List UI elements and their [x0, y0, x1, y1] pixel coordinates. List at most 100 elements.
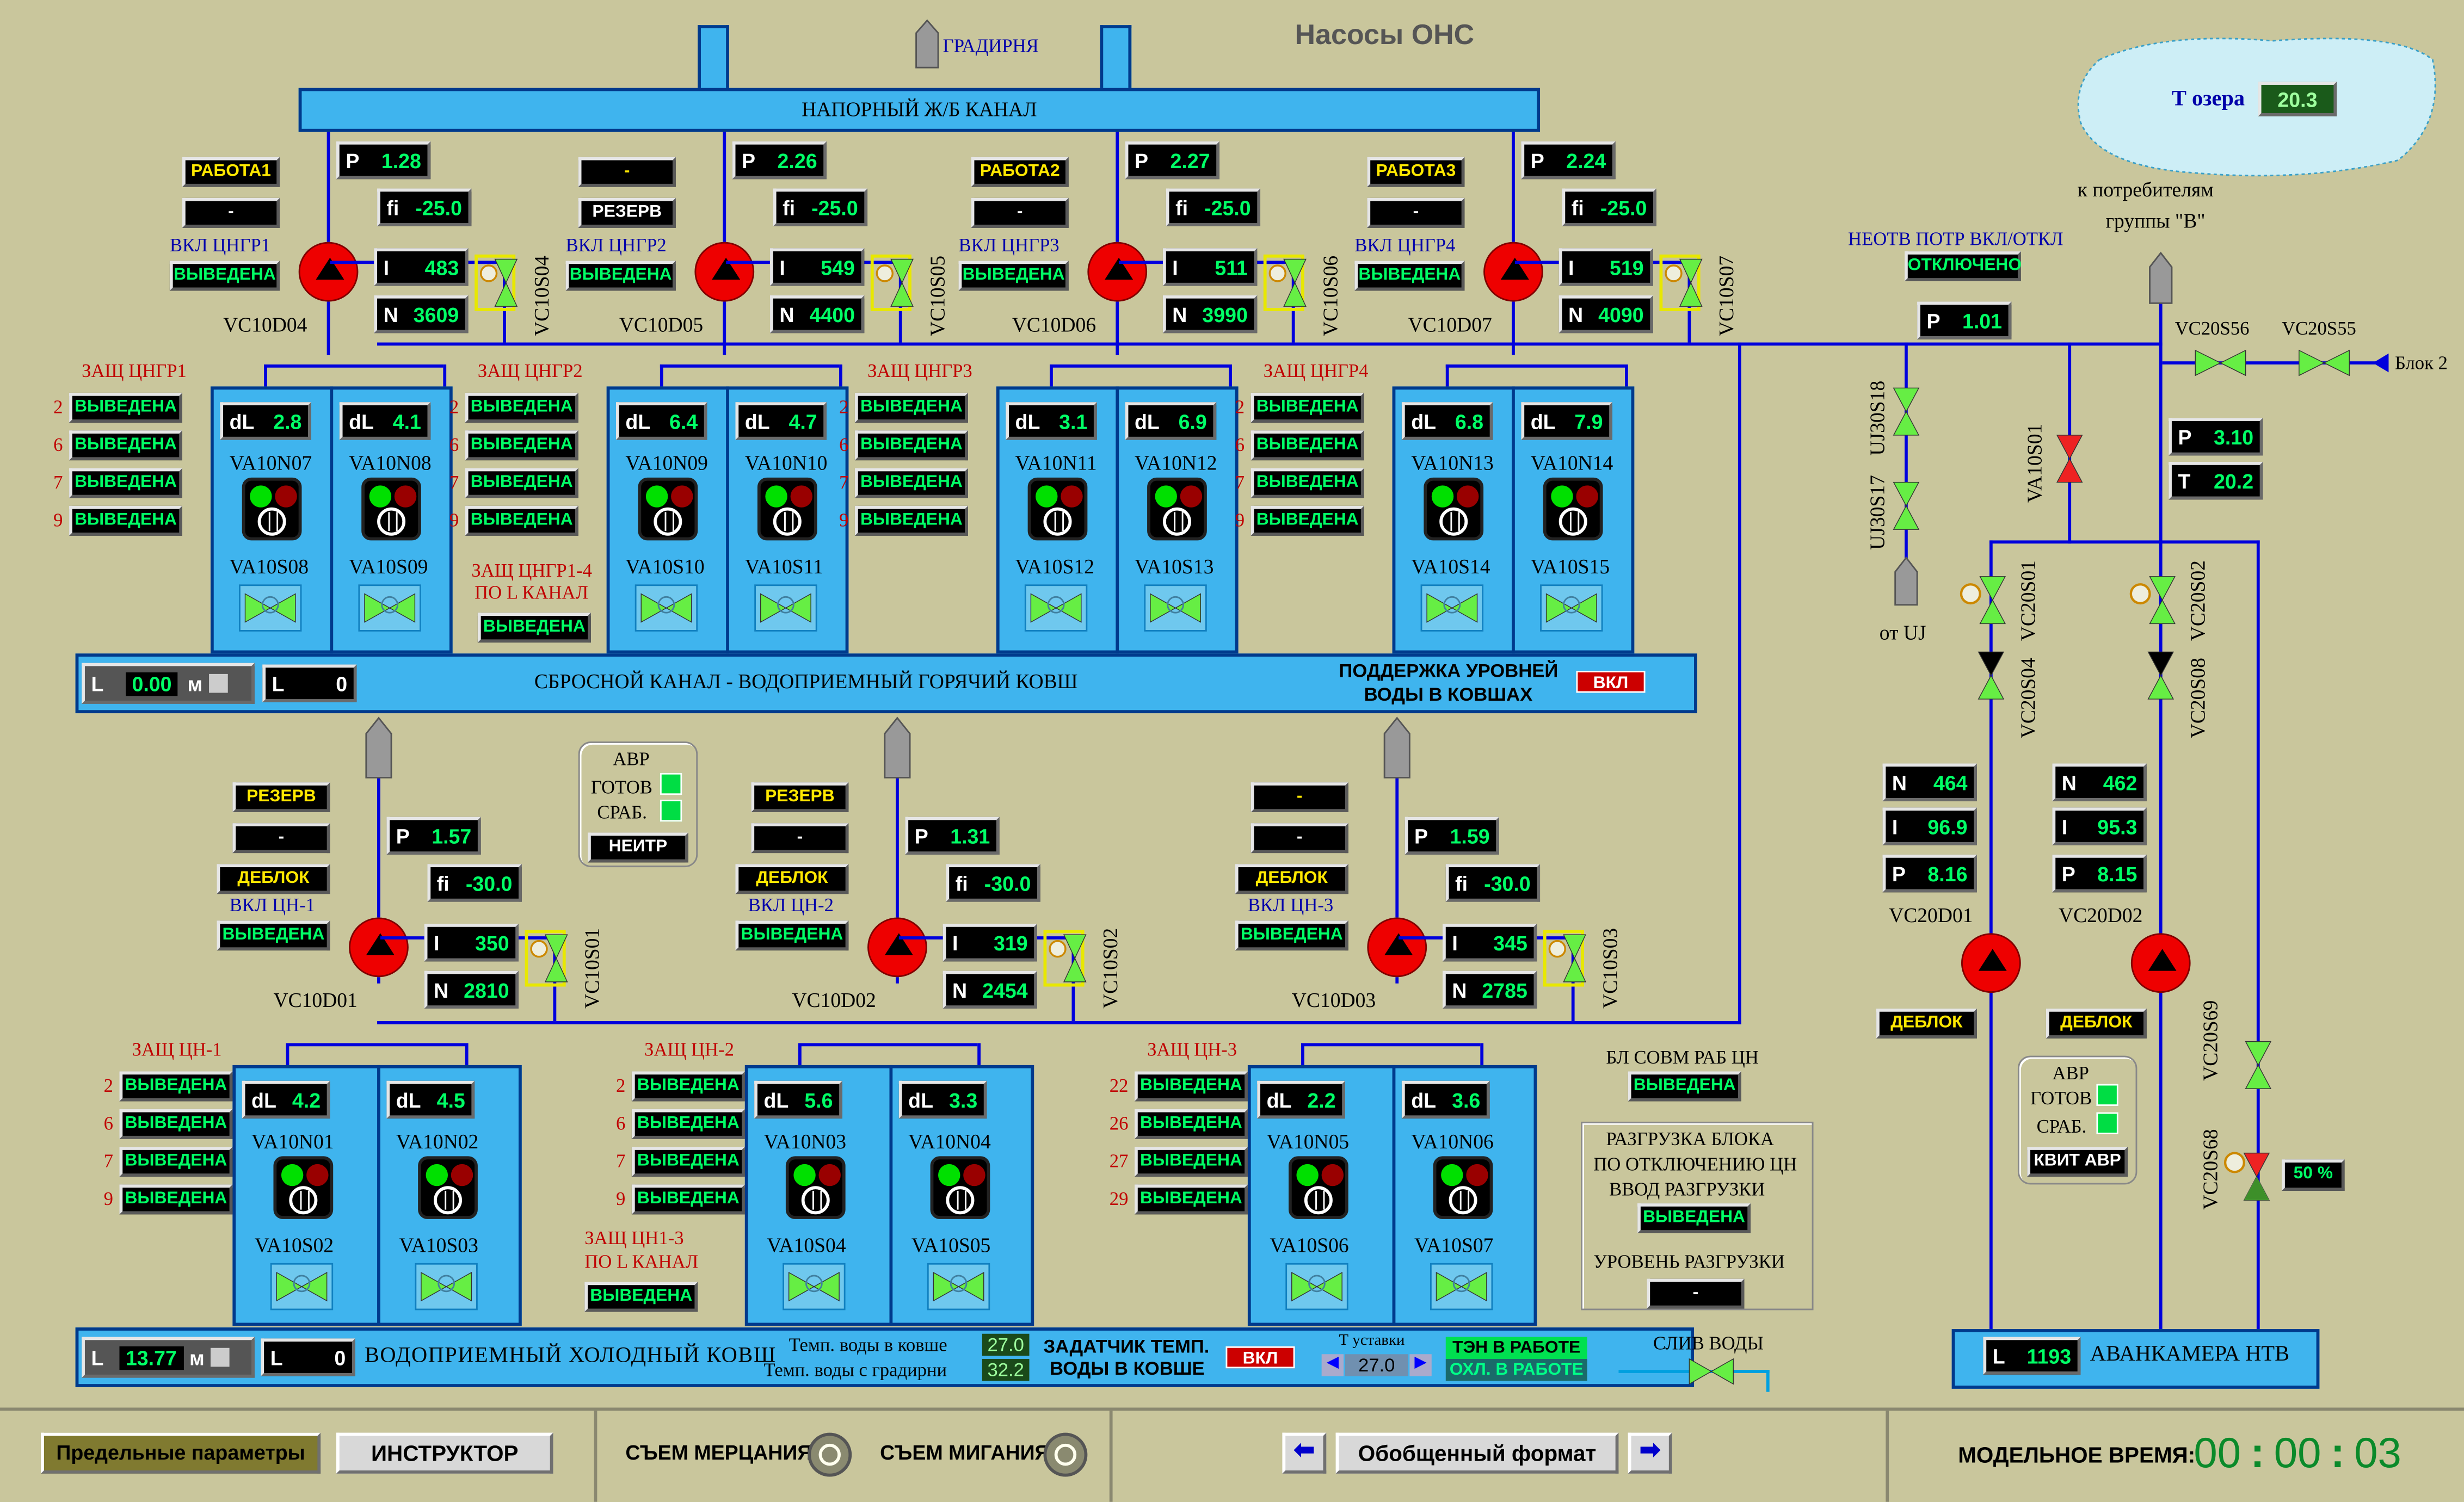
upper-pump-4-work[interactable]: РАБОТА3	[1367, 157, 1465, 187]
uj30s17-valve-icon[interactable]	[1892, 481, 1920, 531]
zash-cn13-state[interactable]: ВЫВЕДЕНА	[584, 1282, 698, 1312]
upper-pump-4-prot-3[interactable]: ВЫВЕДЕНА	[1251, 468, 1364, 498]
t-ust-down-button[interactable]: ◀	[1321, 1354, 1344, 1376]
lower-pump-1-prot-4[interactable]: ВЫВЕДЕНА	[119, 1184, 233, 1215]
upper-pump-2-valve-icon[interactable]	[876, 258, 926, 308]
razgruzka-state[interactable]: ВЫВЕДЕНА	[1637, 1203, 1751, 1233]
lower-pump-2-prot-4[interactable]: ВЫВЕДЕНА	[631, 1184, 745, 1215]
upper-pump-3-prot-3[interactable]: ВЫВЕДЕНА	[854, 468, 968, 498]
lower-pump-3-prot-3[interactable]: ВЫВЕДЕНА	[1134, 1147, 1248, 1177]
lower-pump-1-valve-icon[interactable]	[529, 933, 580, 983]
upper-pump-2-prot-3[interactable]: ВЫВЕДЕНА	[465, 468, 578, 498]
lower-pump-2-light-2-icon[interactable]	[930, 1156, 990, 1219]
vc20s04-valve-icon[interactable]	[1977, 651, 2005, 701]
cold-level-checkbox[interactable]	[211, 1348, 230, 1367]
upper-pump-1-state[interactable]: ВЫВЕДЕНА	[169, 261, 280, 291]
lower-pump-1-prot-1[interactable]: ВЫВЕДЕНА	[119, 1071, 233, 1102]
ntv-pump-1-icon[interactable]	[1961, 933, 2021, 993]
vc20s02-valve-icon[interactable]	[2128, 575, 2178, 625]
upper-pump-4-dash[interactable]: -	[1367, 197, 1465, 228]
vc20s01-valve-icon[interactable]	[1958, 575, 2008, 625]
lower-pump-1-dash[interactable]: -	[232, 823, 330, 854]
neotv-state[interactable]: ОТКЛЮЧЕНО	[1905, 251, 2022, 281]
upper-pump-3-prot-4[interactable]: ВЫВЕДЕНА	[854, 505, 968, 536]
avr1-button[interactable]: НЕИТР	[588, 832, 688, 863]
upper-pump-2-prot-4[interactable]: ВЫВЕДЕНА	[465, 505, 578, 536]
upper-pump-2-prot-1[interactable]: ВЫВЕДЕНА	[465, 392, 578, 423]
upper-pump-3-state[interactable]: ВЫВЕДЕНА	[958, 261, 1069, 291]
upper-pump-1-valve-icon[interactable]	[479, 258, 529, 308]
upper-pump-2-state[interactable]: ВЫВЕДЕНА	[565, 261, 676, 291]
lower-pump-2-light-1-icon[interactable]	[785, 1156, 846, 1219]
upper-pump-4-light-1-icon[interactable]	[1424, 477, 1484, 541]
upper-pump-3-work[interactable]: РАБОТА2	[971, 157, 1069, 187]
flicker-button[interactable]	[808, 1432, 852, 1477]
lower-pump-1-debl[interactable]: ДЕБЛОК	[217, 864, 330, 894]
lower-pump-1-light-1-icon[interactable]	[273, 1156, 334, 1219]
lower-pump-3-dash[interactable]: -	[1251, 823, 1348, 854]
lower-pump-3-icon[interactable]	[1367, 917, 1427, 978]
lower-pump-1-prot-2[interactable]: ВЫВЕДЕНА	[119, 1109, 233, 1139]
va10s01-valve-icon[interactable]	[2055, 434, 2084, 484]
support-state[interactable]: ВКЛ	[1576, 671, 1646, 693]
lower-pump-2-valve-icon[interactable]	[1048, 933, 1098, 983]
lower-pump-1-status[interactable]: РЕЗЕРВ	[232, 782, 330, 812]
upper-pump-1-light-1-icon[interactable]	[242, 477, 302, 541]
upper-pump-1-prot-2[interactable]: ВЫВЕДЕНА	[69, 430, 182, 461]
upper-pump-2-work[interactable]: -	[578, 157, 676, 187]
lower-pump-3-status[interactable]: -	[1251, 782, 1348, 812]
upper-pump-4-prot-1[interactable]: ВЫВЕДЕНА	[1251, 392, 1364, 423]
upper-pump-2-prot-2[interactable]: ВЫВЕДЕНА	[465, 430, 578, 461]
ntv-pump-2-debl[interactable]: ДЕБЛОК	[2046, 1008, 2147, 1039]
avr2-button[interactable]: КВИТ АВР	[2027, 1147, 2128, 1177]
lower-pump-2-debl[interactable]: ДЕБЛОК	[735, 864, 849, 894]
lower-pump-3-prot-1[interactable]: ВЫВЕДЕНА	[1134, 1071, 1248, 1102]
upper-pump-3-light-2-icon[interactable]	[1147, 477, 1207, 541]
lower-pump-3-light-1-icon[interactable]	[1288, 1156, 1348, 1219]
lower-pump-2-prot-1[interactable]: ВЫВЕДЕНА	[631, 1071, 745, 1102]
ntv-pump-2-icon[interactable]	[2130, 933, 2191, 993]
vc20s69-valve-icon[interactable]	[2244, 1040, 2272, 1090]
limits-button[interactable]: Предельные параметры	[41, 1432, 321, 1474]
vc20s56-valve-icon[interactable]	[2194, 349, 2247, 377]
lower-pump-3-debl[interactable]: ДЕБЛОК	[1235, 864, 1348, 894]
upper-pump-4-valve-icon[interactable]	[1664, 258, 1714, 308]
blink-button[interactable]	[1043, 1432, 1088, 1477]
upper-pump-2-light-2-icon[interactable]	[757, 477, 817, 541]
upper-pump-3-prot-1[interactable]: ВЫВЕДЕНА	[854, 392, 968, 423]
upper-pump-3-dash[interactable]: -	[971, 197, 1069, 228]
upper-pump-4-icon[interactable]	[1483, 242, 1543, 302]
general-format-button[interactable]: Обобщенный формат	[1335, 1432, 1619, 1474]
upper-pump-2-dash[interactable]: РЕЗЕРВ	[578, 197, 676, 228]
lower-pump-2-dash[interactable]: -	[751, 823, 849, 854]
instructor-button[interactable]: ИНСТРУКТОР	[336, 1432, 553, 1474]
lower-pump-3-prot-2[interactable]: ВЫВЕДЕНА	[1134, 1109, 1248, 1139]
lower-pump-3-light-2-icon[interactable]	[1433, 1156, 1493, 1219]
back-button[interactable]: ⬅	[1282, 1432, 1327, 1474]
upper-pump-2-icon[interactable]	[694, 242, 755, 302]
bl-sovm-state[interactable]: ВЫВЕДЕНА	[1628, 1071, 1741, 1102]
zash-cngr14-state[interactable]: ВЫВЕДЕНА	[477, 613, 591, 643]
t-ust-up-button[interactable]: ▶	[1409, 1354, 1432, 1376]
hot-level-checkbox[interactable]	[208, 673, 228, 693]
upper-pump-3-valve-icon[interactable]	[1268, 258, 1318, 308]
upper-pump-1-icon[interactable]	[298, 242, 359, 302]
forward-button[interactable]: ➡	[1628, 1432, 1672, 1474]
upper-pump-4-prot-4[interactable]: ВЫВЕДЕНА	[1251, 505, 1364, 536]
vc20s55-valve-icon[interactable]	[2297, 349, 2351, 377]
uj30s18-valve-icon[interactable]	[1892, 386, 1920, 436]
lower-pump-2-icon[interactable]	[867, 917, 927, 978]
upper-pump-3-light-1-icon[interactable]	[1027, 477, 1088, 541]
lower-pump-3-state[interactable]: ВЫВЕДЕНА	[1235, 920, 1348, 951]
vc20s68-valve-icon[interactable]	[2222, 1150, 2272, 1203]
lower-pump-2-prot-3[interactable]: ВЫВЕДЕНА	[631, 1147, 745, 1177]
lower-pump-2-prot-2[interactable]: ВЫВЕДЕНА	[631, 1109, 745, 1139]
lower-pump-1-prot-3[interactable]: ВЫВЕДЕНА	[119, 1147, 233, 1177]
upper-pump-2-light-1-icon[interactable]	[638, 477, 698, 541]
sliv-valve-icon[interactable]	[1687, 1357, 1735, 1386]
lower-pump-1-state[interactable]: ВЫВЕДЕНА	[217, 920, 330, 951]
lower-pump-1-icon[interactable]	[349, 917, 409, 978]
vc20s08-valve-icon[interactable]	[2147, 651, 2175, 701]
razgruzka-level-value[interactable]: -	[1647, 1278, 1745, 1309]
upper-pump-4-state[interactable]: ВЫВЕДЕНА	[1354, 261, 1465, 291]
